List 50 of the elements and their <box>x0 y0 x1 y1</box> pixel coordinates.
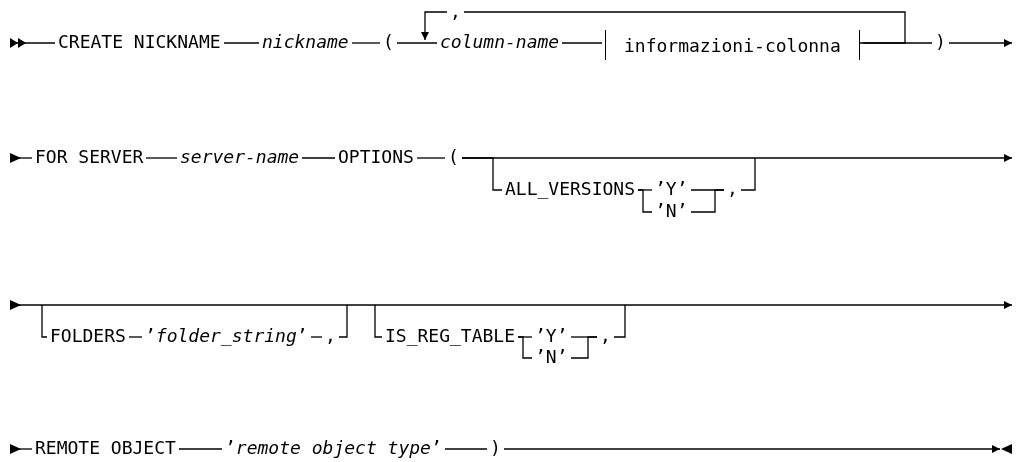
literal: ’N’ <box>655 200 688 222</box>
variable: column-name <box>440 31 560 53</box>
variable: server-name <box>180 146 300 168</box>
literal: ’N’ <box>535 346 568 368</box>
punctuation: , <box>600 325 611 347</box>
track-line <box>637 189 653 213</box>
punctuation: ( <box>448 146 459 168</box>
track-line <box>223 42 260 44</box>
keyword: CREATE NICKNAME <box>58 31 221 53</box>
literal: ’remote object type’ <box>225 437 442 459</box>
fragment-reference: informazioni-colonna <box>605 30 860 60</box>
track-line <box>690 189 725 213</box>
track-line <box>128 336 143 338</box>
track-line <box>613 304 626 338</box>
keyword: OPTIONS <box>338 146 414 168</box>
keyword: FOR SERVER <box>35 146 144 168</box>
track-line <box>416 157 446 159</box>
literal: ’Y’ <box>535 325 568 347</box>
punctuation: , <box>325 325 336 347</box>
track-line <box>517 336 533 359</box>
punctuation: ) <box>490 437 501 459</box>
track-line <box>301 157 336 159</box>
arrow <box>503 445 1001 453</box>
arrow <box>461 154 1013 162</box>
track-line <box>41 304 48 338</box>
keyword: FOLDERS <box>50 325 126 347</box>
arrow <box>421 11 906 44</box>
variable: nickname <box>262 31 349 53</box>
track-line <box>374 304 383 338</box>
track-line <box>145 157 178 159</box>
track-line <box>178 448 223 450</box>
keyword: ALL_VERSIONS <box>505 178 636 200</box>
track-line <box>561 42 603 44</box>
track-line <box>310 336 323 338</box>
punctuation: , <box>727 178 738 200</box>
arrow <box>948 39 1013 47</box>
track-line <box>570 336 598 359</box>
track-line <box>396 42 438 44</box>
arrow <box>9 444 33 454</box>
track-line <box>740 157 756 191</box>
punctuation: ) <box>935 31 946 53</box>
keyword: IS_REG_TABLE <box>385 325 516 347</box>
track-line <box>444 448 488 450</box>
keyword: REMOTE OBJECT <box>35 437 176 459</box>
track-line <box>338 304 348 338</box>
literal: ’folder_string’ <box>145 325 308 347</box>
punctuation: ( <box>383 31 394 53</box>
literal: ’Y’ <box>655 178 688 200</box>
track-line <box>351 42 381 44</box>
arrow <box>9 153 33 163</box>
